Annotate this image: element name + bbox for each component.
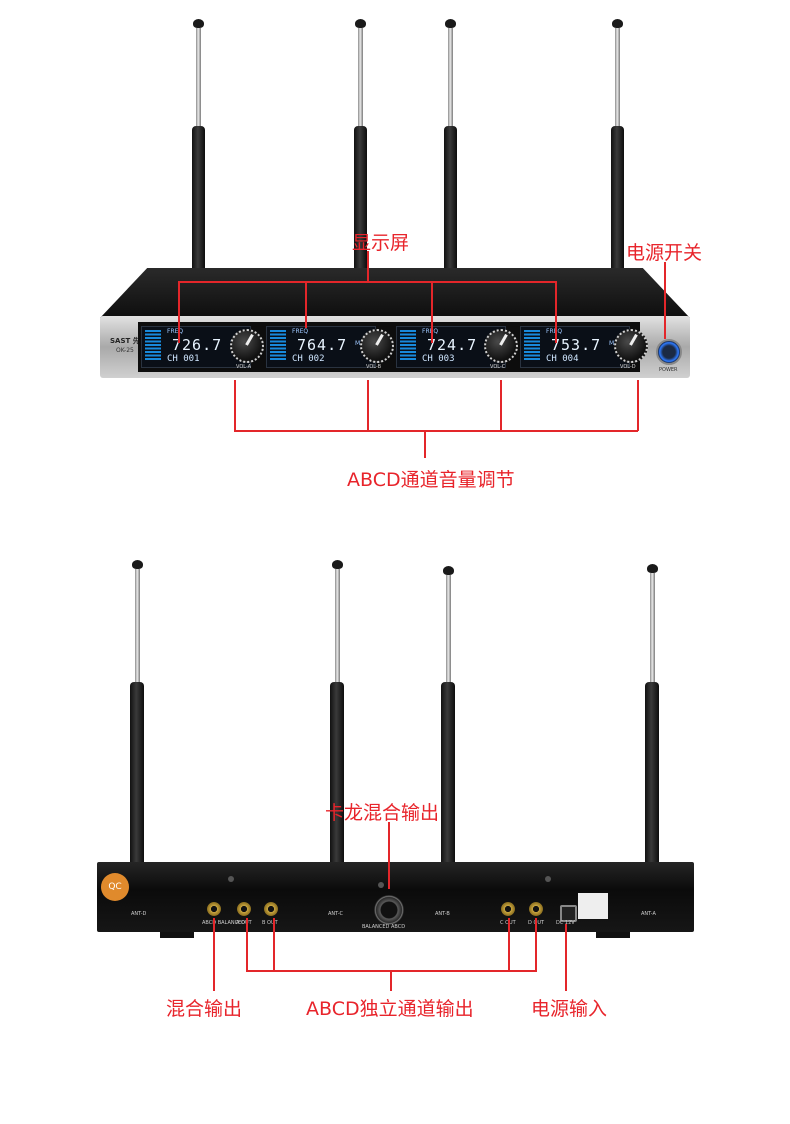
out-caption-c: C OUT	[500, 920, 516, 926]
channel-c-out-jack[interactable]	[501, 902, 515, 916]
volume-label-d: VOL-D	[620, 364, 636, 370]
annotation-mix-out: 混合输出	[166, 998, 243, 1020]
frequency-readout: 724.7	[427, 336, 478, 354]
power-button[interactable]	[656, 339, 682, 365]
annotation-power-switch: 电源开关	[626, 242, 703, 264]
antenna-label-c: ANT-C	[328, 911, 344, 917]
channel-number: 001	[183, 354, 200, 364]
back-view: QC ANT-D ANT-C ANT-B ANT-A ABCD BALANCED…	[0, 500, 790, 1124]
model-label: OK-25	[116, 347, 134, 354]
frequency-readout: 726.7	[172, 336, 223, 354]
out-caption-a: A OUT	[236, 920, 252, 926]
annotation-power-in: 电源输入	[531, 998, 608, 1020]
brand-logo: SAST 先科	[110, 337, 147, 345]
antenna-label-d: ANT-D	[131, 911, 147, 917]
channel-number: 003	[438, 354, 455, 364]
volume-label-c: VOL-C	[490, 364, 506, 370]
front-view: SAST 先科 OK-25 FREQ 726.7 MHz CH 001 VOL-…	[0, 0, 790, 500]
spec-label-sticker	[578, 893, 608, 919]
foot-right	[596, 932, 630, 938]
antenna-label-b: ANT-B	[435, 911, 450, 917]
display-screen-b: FREQ 764.7 MHz CH 002	[266, 326, 376, 368]
channel-d-out-jack[interactable]	[529, 902, 543, 916]
volume-label-a: VOL-A	[236, 364, 252, 370]
dc-power-input[interactable]	[560, 905, 577, 922]
xlr-output-connector[interactable]	[374, 895, 404, 925]
volume-knob-d[interactable]	[614, 329, 648, 363]
annotation-independent-out: ABCD独立通道输出	[306, 998, 474, 1020]
mix-output-jack[interactable]	[207, 902, 221, 916]
power-caption: POWER	[659, 367, 678, 373]
channel-a-out-jack[interactable]	[237, 902, 251, 916]
frequency-readout: 753.7	[551, 336, 602, 354]
receiver-top-surface	[100, 268, 690, 318]
dc-caption: DC 12V	[556, 920, 575, 926]
display-screen-d: FREQ 753.7 MHz CH 004	[520, 326, 630, 368]
foot-left	[160, 932, 194, 938]
volume-label-b: VOL-B	[366, 364, 382, 370]
annotation-xlr-mix: 卡龙混合输出	[325, 802, 440, 824]
qc-sticker: QC	[101, 873, 129, 901]
annotation-display: 显示屏	[352, 232, 410, 254]
volume-knob-a[interactable]	[230, 329, 264, 363]
mix-caption: ABCD BALANCED	[202, 920, 246, 926]
frequency-readout: 764.7	[297, 336, 348, 354]
xlr-caption: BALANCED ABCD	[362, 924, 406, 930]
volume-knob-c[interactable]	[484, 329, 518, 363]
channel-b-out-jack[interactable]	[264, 902, 278, 916]
channel-number: 002	[308, 354, 325, 364]
antenna-label-a: ANT-A	[641, 911, 656, 917]
channel-number: 004	[562, 354, 579, 364]
annotation-volume: ABCD通道音量调节	[347, 469, 515, 491]
volume-knob-b[interactable]	[360, 329, 394, 363]
display-screen-a: FREQ 726.7 MHz CH 001	[141, 326, 251, 368]
out-caption-b: B OUT	[262, 920, 278, 926]
